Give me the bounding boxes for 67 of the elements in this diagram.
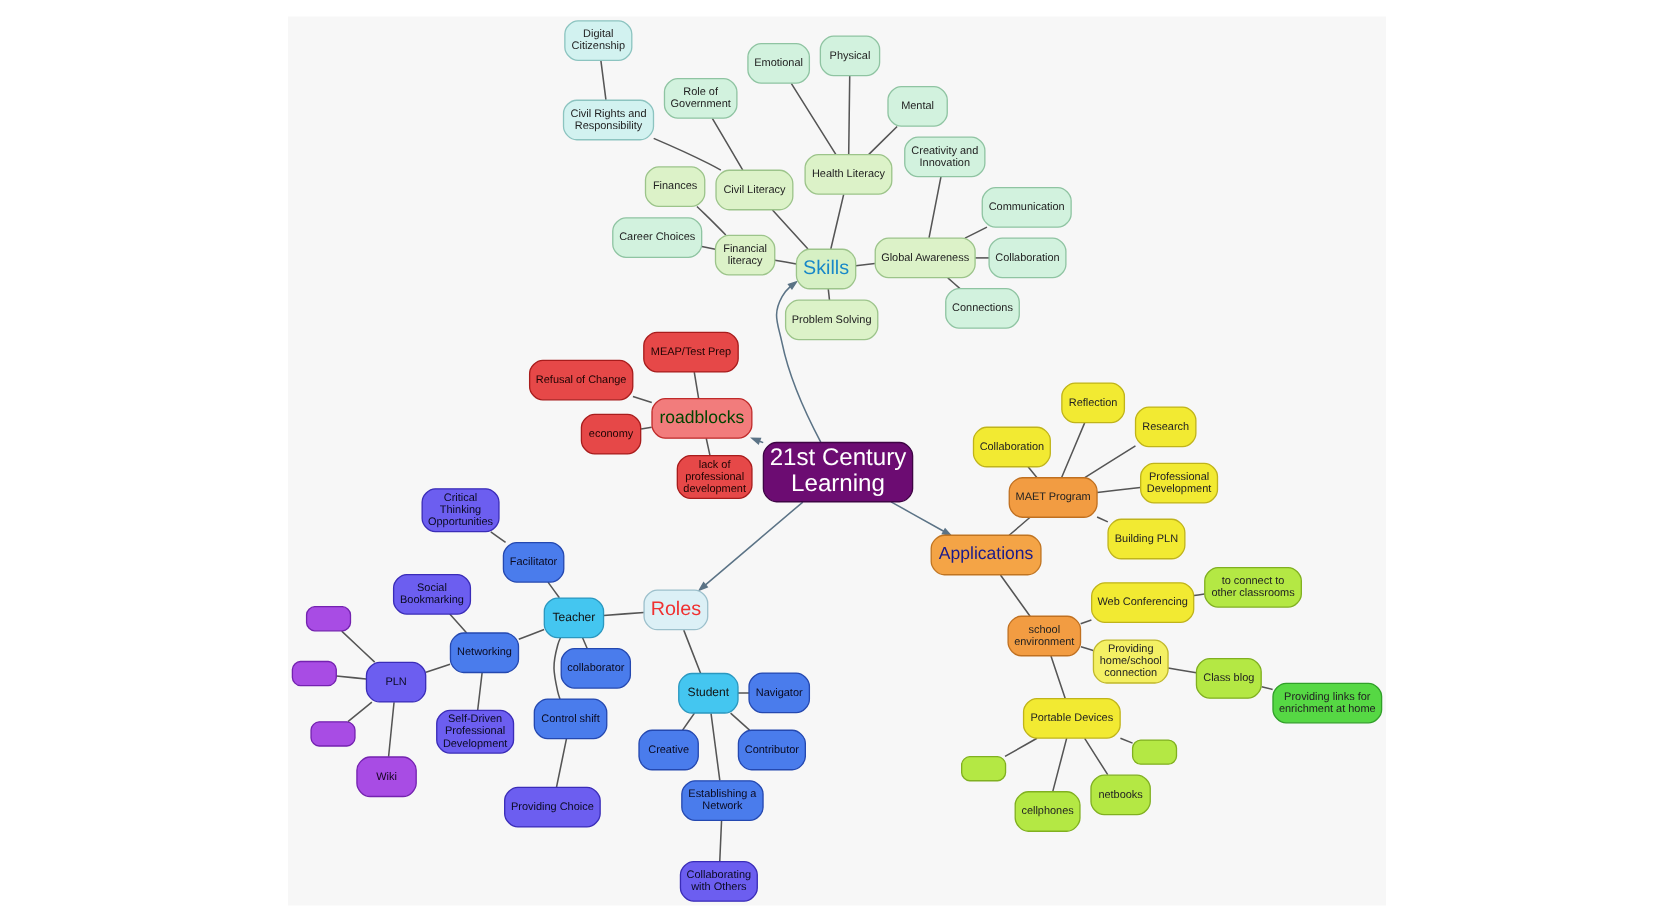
connector xyxy=(1080,646,1094,652)
connector xyxy=(1060,422,1086,479)
node-box: roadblocks xyxy=(651,398,753,439)
node-box xyxy=(1131,739,1178,765)
node-box xyxy=(310,721,356,747)
connector xyxy=(600,59,607,101)
connector xyxy=(696,205,727,236)
connector xyxy=(693,371,700,400)
node-box: Skills xyxy=(795,248,857,290)
connector xyxy=(632,395,653,404)
connector xyxy=(387,701,395,758)
connector xyxy=(681,712,696,731)
connector xyxy=(555,738,568,788)
connector xyxy=(964,226,988,239)
connector xyxy=(1084,445,1137,479)
connector xyxy=(790,82,837,156)
node-box xyxy=(961,755,1007,782)
connector xyxy=(518,628,545,641)
connector xyxy=(340,630,376,663)
node-box: Applications xyxy=(930,534,1042,576)
node-box xyxy=(305,606,352,632)
connector xyxy=(774,259,798,265)
connector xyxy=(490,531,507,544)
connector xyxy=(476,671,483,711)
connector xyxy=(771,209,809,250)
connector xyxy=(547,581,561,599)
connector xyxy=(1052,737,1068,793)
connector xyxy=(1050,655,1066,700)
connector xyxy=(718,819,723,863)
connector xyxy=(928,176,942,239)
connector xyxy=(347,701,373,723)
connector xyxy=(729,712,751,731)
connector xyxy=(1193,593,1206,597)
arrow xyxy=(697,501,804,592)
connector xyxy=(855,262,876,267)
connector xyxy=(868,125,898,156)
connector xyxy=(947,277,961,290)
connector xyxy=(1119,737,1134,744)
node-box: Roles xyxy=(643,589,709,631)
arrow xyxy=(775,280,822,443)
connector xyxy=(1083,737,1109,776)
connector xyxy=(847,74,851,156)
connector xyxy=(602,611,645,617)
node-box xyxy=(291,660,337,687)
connector xyxy=(1027,466,1038,479)
node-box: 21st Century Learning xyxy=(762,441,914,503)
connector xyxy=(652,137,722,171)
connector xyxy=(974,257,990,259)
connector xyxy=(425,663,451,673)
connector xyxy=(1096,516,1109,523)
connector xyxy=(1096,486,1142,494)
connector xyxy=(737,692,750,694)
connector xyxy=(999,574,1031,617)
connector xyxy=(1008,516,1031,536)
connector xyxy=(683,629,702,675)
connector xyxy=(553,637,562,700)
connector xyxy=(711,117,744,171)
connector xyxy=(1167,667,1198,674)
connector xyxy=(701,245,717,250)
connector xyxy=(449,613,468,634)
connector xyxy=(581,637,588,650)
connector xyxy=(830,193,845,250)
arrow xyxy=(890,501,953,537)
connector xyxy=(1260,685,1274,691)
connector xyxy=(710,712,721,782)
connector xyxy=(335,675,367,680)
connector xyxy=(1004,737,1038,758)
